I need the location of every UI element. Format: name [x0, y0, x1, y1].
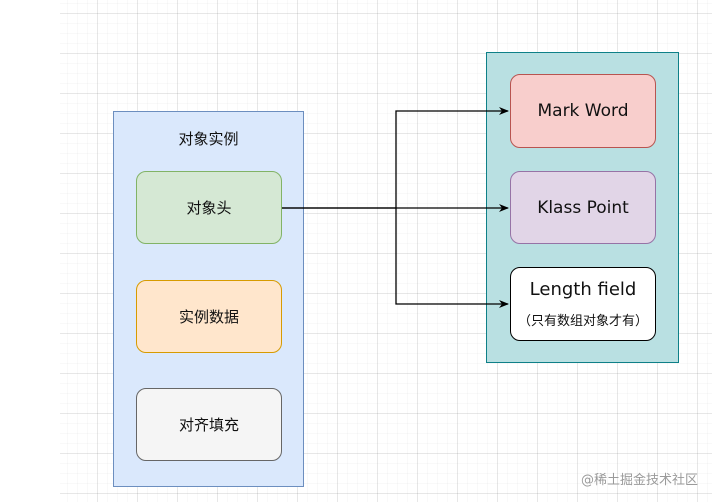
mark-word-label: Mark Word	[537, 101, 629, 121]
arrow-to-length-field	[395, 208, 509, 308]
alignment-padding-node: 对齐填充	[136, 388, 282, 461]
klass-point-label: Klass Point	[537, 197, 629, 218]
instance-data-label: 实例数据	[178, 308, 239, 326]
object-header-node: 对象头	[136, 171, 282, 244]
length-field-note: （只有数组对象才有）	[517, 314, 648, 329]
canvas-margin	[0, 0, 60, 502]
alignment-padding-label: 对齐填充	[178, 416, 239, 434]
instance-data-node: 实例数据	[136, 280, 282, 353]
mark-word-node: Mark Word	[510, 74, 656, 148]
watermark: @稀土掘金技术社区	[580, 473, 698, 488]
length-field-label: Length field	[529, 279, 637, 300]
klass-point-node: Klass Point	[510, 171, 656, 244]
arrow-to-mark-word	[282, 107, 509, 209]
length-field-node: Length field （只有数组对象才有）	[510, 267, 656, 341]
object-instance-title: 对象实例	[178, 130, 239, 148]
object-header-label: 对象头	[186, 199, 232, 217]
